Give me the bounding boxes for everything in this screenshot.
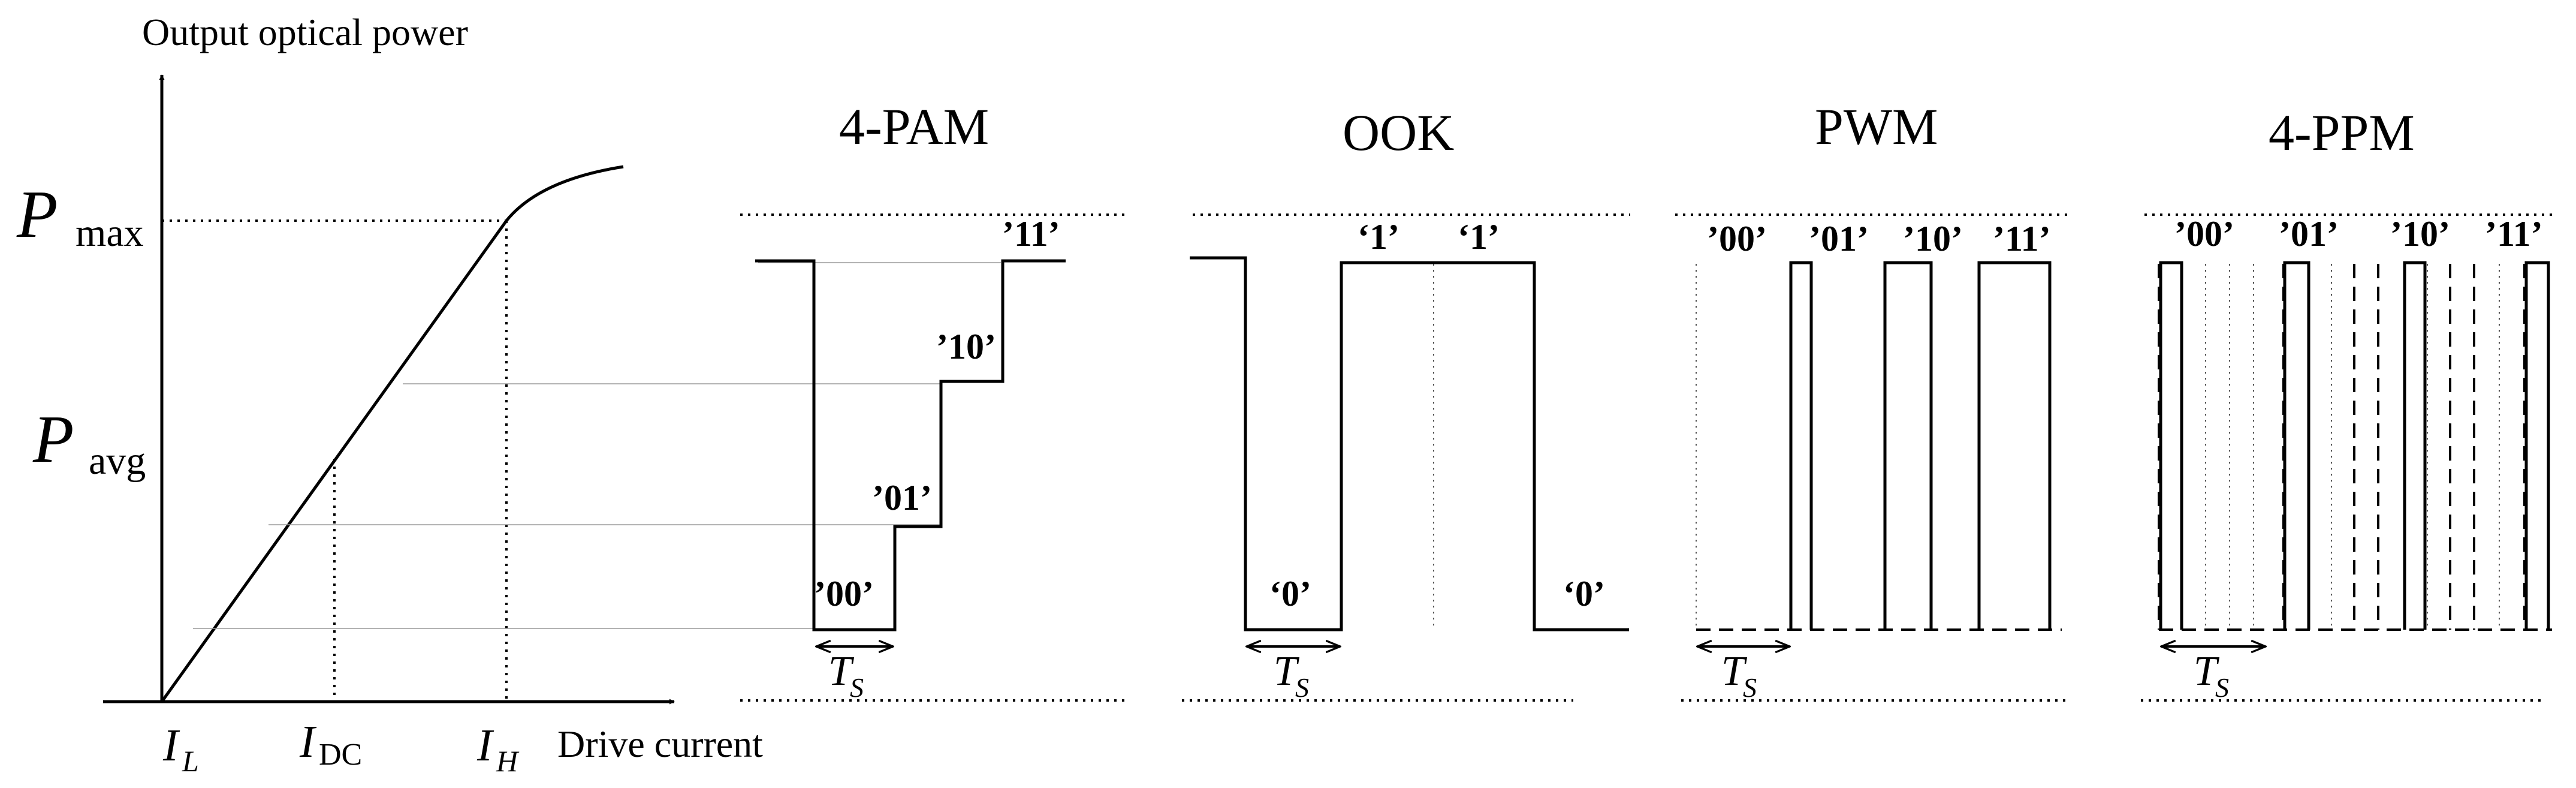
ook-panel: OOK ‘0’ ‘1’ ‘1’ ‘0’ T S [1182,104,1630,703]
p-max-subscript: max [76,211,144,255]
ook-ts-label: T [1274,648,1300,694]
ppm-symbol-01: ’01’ [2279,214,2339,254]
ppm-ts-subscript: S [2215,672,2229,703]
pam-panel: 4-PAM ’00’ ’01’ ’10’ ’11’ T S [193,98,1130,703]
pwm-pulse-01 [1789,261,1813,630]
ook-title: OOK [1343,104,1454,161]
pam-ts-subscript: S [850,672,864,703]
ppm-symbol-11: ’11’ [2485,214,2543,254]
ook-symbol-0b: ‘0’ [1563,574,1605,613]
i-h-subscript: H [496,744,520,778]
pwm-ts-label: T [1721,648,1748,694]
pi-characteristic-curve [160,165,624,703]
pwm-title: PWM [1815,98,1938,155]
pam-waveform [755,259,1066,631]
pam-symbol-10: ’10’ [936,327,996,366]
ppm-symbol-00: ’00’ [2174,214,2234,254]
pam-symbol-01: ’01’ [872,478,932,518]
p-avg-label: P [32,402,74,477]
p-avg-subscript: avg [89,439,146,483]
i-l-label: I [162,720,180,771]
ppm-symbol-10: ’10’ [2390,214,2450,254]
ook-symbol-1b: ‘1’ [1458,217,1500,257]
x-axis-label: Drive current [557,723,763,765]
ook-ts-subscript: S [1295,672,1309,703]
pam-symbol-11: ’11’ [1002,214,1060,254]
pam-title: 4-PAM [839,98,989,155]
ppm-pulse-11 [2524,261,2550,630]
ook-waveform [1190,256,1629,631]
pwm-symbol-11: ’11’ [1993,219,2051,258]
pwm-symbol-01: ’01’ [1809,219,1869,258]
pwm-symbol-00: ’00’ [1707,219,1767,258]
pam-symbol-00: ’00’ [814,574,874,613]
ppm-pulse-01 [2283,261,2310,630]
pam-ts-label: T [828,648,855,694]
ppm-pulse-00 [2159,261,2183,630]
i-l-subscript: L [182,744,199,778]
pwm-symbol-10: ’10’ [1903,219,1963,258]
i-dc-label: I [299,717,317,767]
pi-curve-panel: Output optical power P max P avg I L I D… [16,11,763,778]
ppm-pulse-10 [2403,261,2427,630]
i-h-label: I [476,720,494,771]
ppm-title: 4-PPM [2269,104,2415,161]
pwm-pulse-10 [1883,261,1933,630]
y-axis-label: Output optical power [142,11,468,53]
ppm-panel: 4-PPM ’00’ ’01’ ’10’ ’11’ T S [2141,104,2556,703]
p-max-label: P [16,178,58,252]
pwm-ts-subscript: S [1743,672,1757,703]
pwm-pulse-11 [1977,261,2052,630]
pwm-panel: PWM ’00’ ’01’ ’10’ ’11’ T S [1675,98,2071,703]
ook-symbol-0a: ‘0’ [1269,574,1311,613]
ppm-ts-label: T [2194,648,2220,694]
ook-symbol-1a: ‘1’ [1358,217,1399,257]
i-dc-subscript: DC [319,738,362,772]
